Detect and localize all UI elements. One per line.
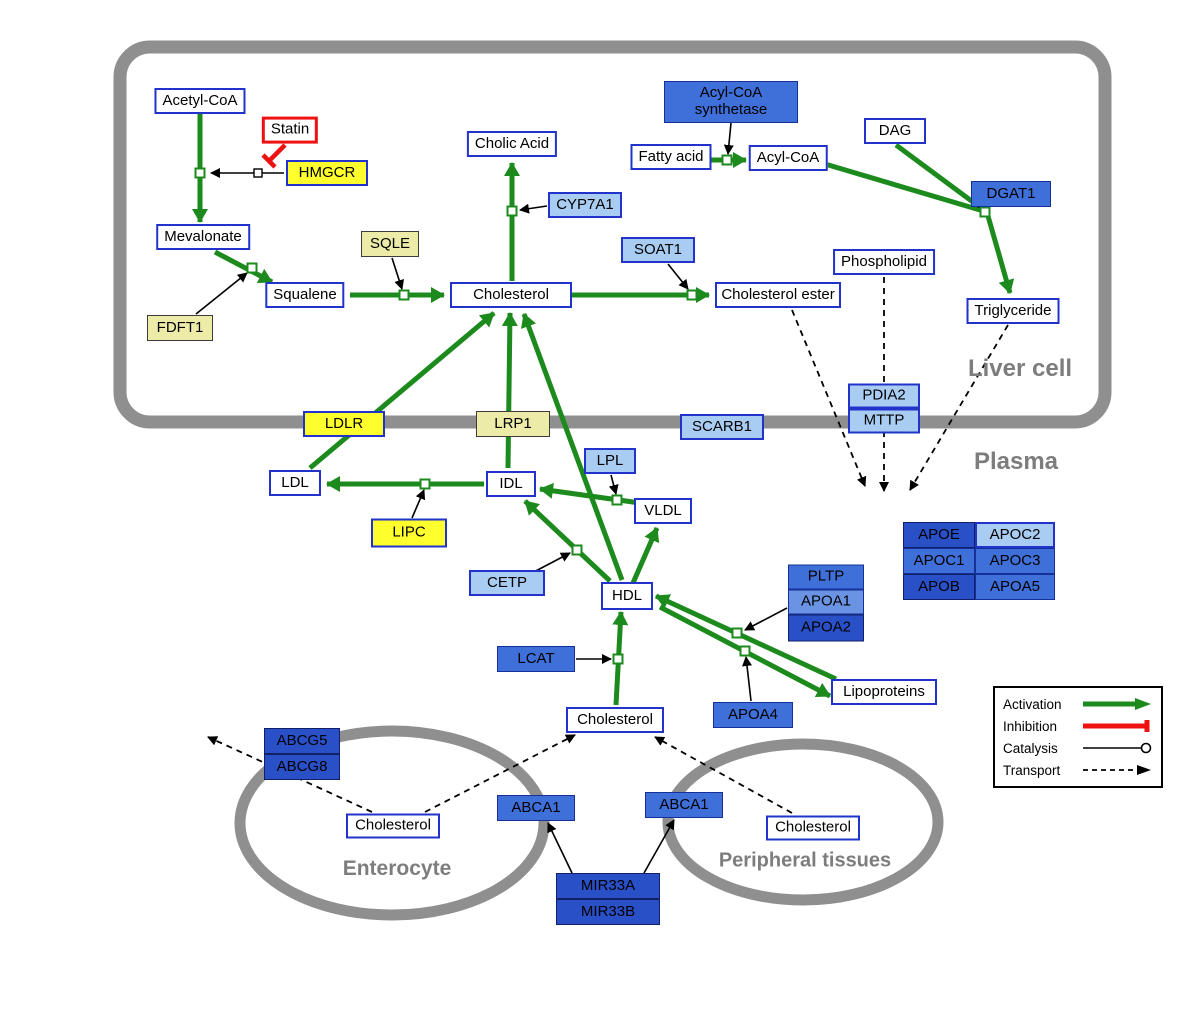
node-cholesterol-peripheral[interactable]: Cholesterol <box>766 815 860 841</box>
liver-cell-membrane <box>113 40 1112 429</box>
node-apob[interactable]: APOB <box>903 574 975 600</box>
node-squalene[interactable]: Squalene <box>265 282 345 308</box>
node-hmgcr[interactable]: HMGCR <box>286 160 368 186</box>
node-abcg5[interactable]: ABCG5 <box>264 728 340 754</box>
node-cyp7a1[interactable]: CYP7A1 <box>548 192 622 218</box>
node-statin[interactable]: Statin <box>261 116 319 144</box>
legend-transport-label: Transport <box>1003 762 1061 778</box>
activation-edges <box>192 114 1015 706</box>
node-cholesterol-plasma[interactable]: Cholesterol <box>566 707 664 733</box>
node-soat1[interactable]: SOAT1 <box>621 237 695 263</box>
node-apoa2[interactable]: APOA2 <box>788 614 864 642</box>
inhibition-edge <box>261 143 287 169</box>
node-cholesterol-ester[interactable]: Cholesterol ester <box>715 282 841 308</box>
node-acyl-coa-synthetase[interactable]: Acyl-CoA synthetase <box>664 81 798 123</box>
node-scarb1[interactable]: SCARB1 <box>680 414 764 440</box>
node-sqle[interactable]: SQLE <box>361 231 419 257</box>
node-phospholipid[interactable]: Phospholipid <box>833 249 935 275</box>
node-lipoproteins[interactable]: Lipoproteins <box>831 679 937 705</box>
legend-activation-row: Activation <box>1003 697 1153 712</box>
node-apoa4[interactable]: APOA4 <box>713 702 793 728</box>
node-mir33a[interactable]: MIR33A <box>556 873 660 899</box>
node-abca1-peripheral[interactable]: ABCA1 <box>645 792 723 818</box>
enterocyte-label: Enterocyte <box>342 857 452 880</box>
node-dgat1[interactable]: DGAT1 <box>971 181 1051 207</box>
node-apoc1[interactable]: APOC1 <box>903 548 975 574</box>
legend-transport-row: Transport <box>1003 763 1153 778</box>
catalysis-edges <box>195 122 982 874</box>
node-mttp[interactable]: MTTP <box>848 408 920 434</box>
node-acyl-coa[interactable]: Acyl-CoA <box>748 145 828 171</box>
node-apoe[interactable]: APOE <box>903 522 975 548</box>
legend-catalysis-label: Catalysis <box>1003 740 1058 756</box>
node-apoc2[interactable]: APOC2 <box>975 522 1055 548</box>
node-ldl[interactable]: LDL <box>269 470 321 496</box>
node-fdft1[interactable]: FDFT1 <box>147 315 213 341</box>
node-lpl[interactable]: LPL <box>584 448 636 474</box>
inhibition-tee-icon <box>1083 720 1150 732</box>
node-apoa5[interactable]: APOA5 <box>975 574 1055 600</box>
node-cholesterol-enterocyte[interactable]: Cholesterol <box>346 813 440 839</box>
node-fatty-acid[interactable]: Fatty acid <box>630 144 712 170</box>
node-vldl[interactable]: VLDL <box>634 498 692 524</box>
legend-inhibition-row: Inhibition <box>1003 719 1153 734</box>
activation-arrow-icon <box>1083 698 1151 710</box>
legend: Activation Inhibition Catalysis Transpor… <box>993 686 1163 788</box>
node-lipc[interactable]: LIPC <box>371 518 447 548</box>
node-triglyceride[interactable]: Triglyceride <box>966 298 1060 324</box>
legend-inhibition-label: Inhibition <box>1003 718 1058 734</box>
node-abcg8[interactable]: ABCG8 <box>264 754 340 780</box>
node-mevalonate[interactable]: Mevalonate <box>156 224 250 250</box>
legend-activation-label: Activation <box>1003 696 1062 712</box>
node-cholic-acid[interactable]: Cholic Acid <box>466 131 558 157</box>
node-cholesterol-liver[interactable]: Cholesterol <box>450 282 572 308</box>
node-dag[interactable]: DAG <box>864 118 926 144</box>
plasma-label: Plasma <box>973 448 1059 475</box>
transport-dashed-arrow-icon <box>1083 765 1151 775</box>
legend-catalysis-row: Catalysis <box>1003 741 1153 756</box>
node-pdia2[interactable]: PDIA2 <box>848 383 920 409</box>
node-cetp[interactable]: CETP <box>469 570 545 596</box>
node-lcat[interactable]: LCAT <box>497 646 575 672</box>
catalysis-circle-icon <box>1083 742 1152 754</box>
node-pltp[interactable]: PLTP <box>788 564 864 590</box>
membranes <box>113 40 1112 921</box>
liver-cell-label: Liver cell <box>967 355 1073 382</box>
node-abca1-enterocyte[interactable]: ABCA1 <box>497 795 575 821</box>
node-acetyl-coa[interactable]: Acetyl-CoA <box>154 88 246 114</box>
reaction-squares <box>194 154 991 665</box>
enterocyte-membrane <box>234 725 550 921</box>
node-mir33b[interactable]: MIR33B <box>556 899 660 925</box>
node-apoc3[interactable]: APOC3 <box>975 548 1055 574</box>
node-lrp1[interactable]: LRP1 <box>476 411 550 437</box>
node-ldlr[interactable]: LDLR <box>303 411 385 437</box>
node-hdl[interactable]: HDL <box>601 582 653 610</box>
node-apoa1[interactable]: APOA1 <box>788 589 864 615</box>
catalysis-glyph <box>253 168 263 178</box>
node-idl[interactable]: IDL <box>486 471 536 497</box>
peripheral-tissues-label: Peripheral tissues <box>718 849 892 872</box>
